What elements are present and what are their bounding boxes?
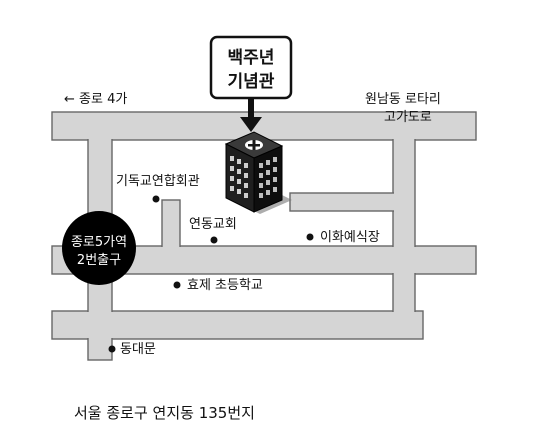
landmark-church-label: 연동교회 xyxy=(189,217,237,232)
dot-marker-icon xyxy=(210,236,218,244)
landmark-wedding-hall: 이화예식장 xyxy=(306,230,380,245)
station-badge: 종로5가역 2번출구 xyxy=(62,211,136,285)
dot-marker-icon xyxy=(173,281,181,289)
station-badge-line1: 종로5가역 xyxy=(71,235,127,250)
dot-marker-icon xyxy=(152,195,160,203)
building-icon xyxy=(224,131,292,214)
rotary-label-line1: 원남동 로타리 xyxy=(365,92,441,107)
landmark-school: 효제 초등학교 xyxy=(173,278,263,293)
landmark-christian-hall-label: 기독교연합회관 xyxy=(116,174,200,189)
dot-marker-icon xyxy=(306,233,314,241)
direction-west-label: ← 종로 4가 xyxy=(64,92,127,107)
address-text: 서울 종로구 연지동 135번지 xyxy=(74,404,255,422)
station-badge-line2: 2번출구 xyxy=(77,253,121,268)
rotary-label-line2: 고가도로 xyxy=(384,110,432,125)
landmark-church: 연동교회 xyxy=(189,217,237,244)
landmark-gate: 동대문 xyxy=(108,342,156,357)
memorial-label: 백주년 기념관 xyxy=(209,35,293,100)
down-arrow-icon xyxy=(240,99,262,132)
memorial-label-line2: 기념관 xyxy=(228,71,275,92)
landmark-gate-label: 동대문 xyxy=(120,342,156,357)
dot-marker-icon xyxy=(108,345,116,353)
memorial-label-line1: 백주년 xyxy=(228,48,275,68)
landmark-school-label: 효제 초등학교 xyxy=(187,278,263,293)
landmark-wedding-hall-label: 이화예식장 xyxy=(320,230,380,245)
landmark-christian-hall: 기독교연합회관 xyxy=(116,174,200,203)
